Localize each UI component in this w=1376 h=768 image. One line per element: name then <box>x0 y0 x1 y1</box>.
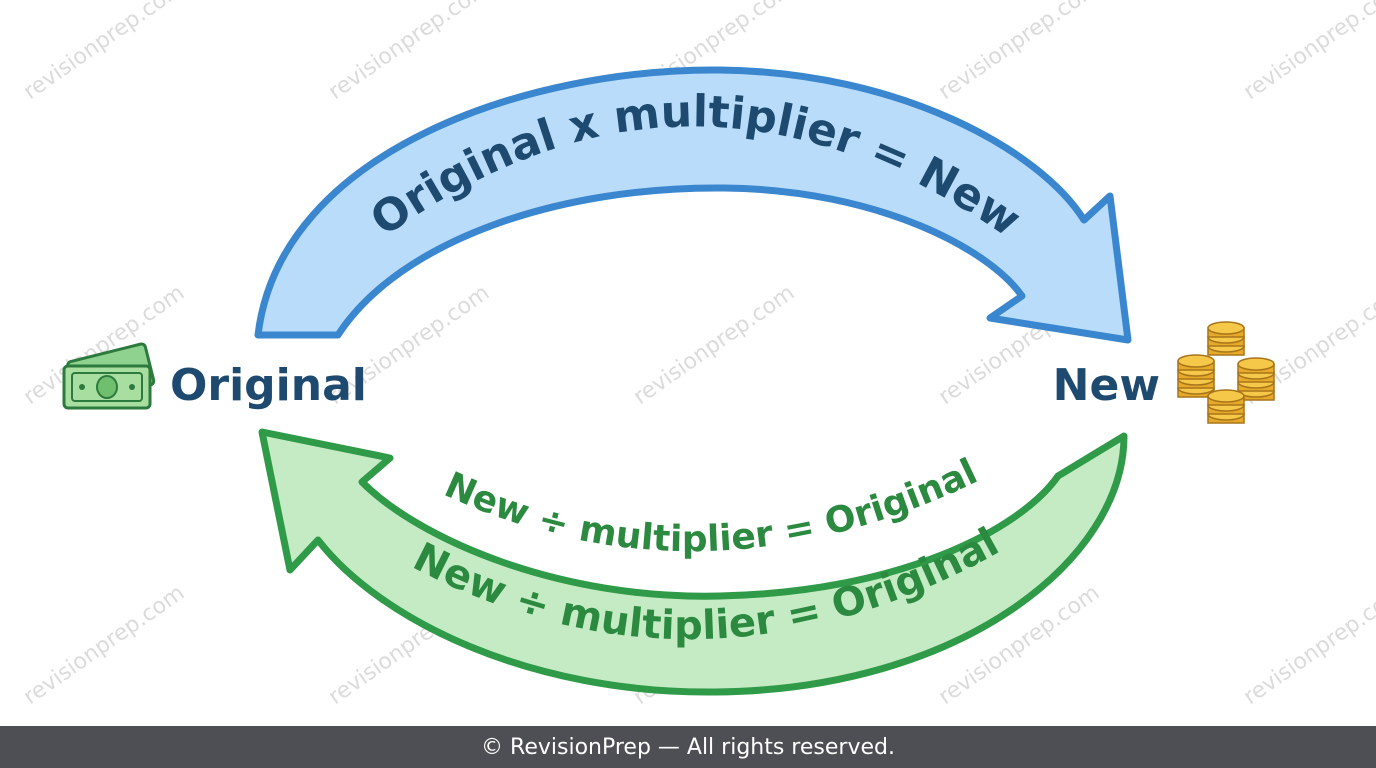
footer-text: © RevisionPrep — All rights reserved. <box>481 734 895 760</box>
coin-stacks-icon <box>1177 321 1275 424</box>
diagram-svg: revisionprep.com revisionprep.com revision… <box>19 0 1376 710</box>
watermark-text: revisionprep.com <box>1239 580 1376 710</box>
copyright-footer: © RevisionPrep — All rights reserved. <box>0 726 1376 768</box>
banknotes-icon <box>62 342 156 410</box>
watermark-text: revisionprep.com <box>19 580 189 710</box>
node-original-label: Original <box>170 360 367 411</box>
watermark-text: revisionprep.com <box>324 0 494 105</box>
watermark-text: revisionprep.com <box>1239 0 1376 105</box>
inverse-arrow-body <box>258 428 1128 696</box>
watermark-text: revisionprep.com <box>629 280 799 410</box>
forward-arrow: Original x multiplier = New <box>254 66 1132 344</box>
watermark-text: revisionprep.com <box>934 0 1104 105</box>
inverse-arrow-label: New ÷ multiplier = Original <box>439 451 984 560</box>
diagram-canvas: revisionprep.com revisionprep.com revision… <box>19 0 1376 710</box>
forward-arrow-body <box>254 66 1132 344</box>
node-new-label: New <box>1052 360 1160 411</box>
watermark-text: revisionprep.com <box>19 0 189 105</box>
